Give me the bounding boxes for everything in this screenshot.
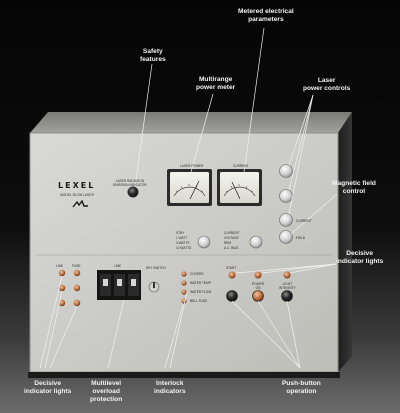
model-label: MODEL 95-2W LASER (60, 193, 94, 197)
callout-decisive-indicator-lights-right: Decisive indicator lights (336, 250, 384, 265)
left-indicator-lamps (58, 269, 81, 307)
brand-logo: LEXEL (58, 181, 96, 190)
current-meter-label: CURRENT (233, 164, 249, 168)
right-indicator-lamps (228, 271, 291, 279)
magnetic-field-knob[interactable] (279, 230, 293, 244)
meter-select-label-3: REM (224, 241, 232, 245)
callout-magnetic-field-control: Magnetic field control (332, 180, 376, 195)
meter-select-label-2: VOLTAGE (224, 236, 239, 240)
meter-select-label-4: A.C. BIAS (224, 246, 239, 250)
callout-laser-power-controls: Laser power controls (303, 77, 351, 92)
cabinet-top (30, 112, 352, 133)
power-range-label-2: 1 WATT (176, 236, 188, 240)
interlock-label-3: WATER FLOW (190, 290, 212, 294)
laser-power-meter-label: LASER POWER (180, 164, 204, 168)
power-range-label-3: 3 WATTS (176, 241, 190, 245)
key-switch-label: KEY SWITCH (146, 266, 166, 270)
laser-power-knob-1[interactable] (279, 164, 293, 178)
start-button-label: START (226, 266, 237, 270)
power-on-label: POWER ON (252, 282, 265, 290)
field-label-2: FIELD (296, 236, 306, 240)
callout-lines (39, 27, 338, 369)
callout-multilevel-overload-protection: Multilevel overload protection (90, 380, 123, 403)
interlock-label-2: WATER TEMP (190, 281, 211, 285)
meter-select-knob[interactable] (249, 235, 263, 249)
circuit-breaker-block[interactable] (97, 270, 141, 300)
light-intensity-label: LIGHT INTENSITY (279, 282, 296, 290)
manufacturer-mark-icon (72, 200, 88, 208)
power-range-knob[interactable] (197, 235, 211, 249)
emission-indicator-label: LASER RADIATION EMISSION INDICATOR (113, 179, 147, 187)
meter-select-label-1: CURRENT (224, 231, 240, 235)
line-label: LINE (56, 264, 64, 268)
power-range-label-1: STBY (176, 231, 185, 235)
callout-safety-features: Safety features (140, 48, 166, 63)
fuse-label: FUSE (72, 264, 81, 268)
cabinet-side (338, 112, 352, 372)
laser-power-meter (167, 169, 212, 206)
callout-metered-electrical-parameters: Metered electrical parameters (238, 8, 294, 23)
breaker-line-label: LINE (114, 264, 122, 268)
laser-power-knob-3[interactable] (279, 213, 293, 227)
interlock-label-1: COVERS (190, 272, 204, 276)
interlock-label-4: BELL FUSE (190, 299, 208, 303)
callout-decisive-indicator-lights-left: Decisive indicator lights (24, 380, 72, 395)
emission-indicator-lamp (127, 186, 139, 198)
callout-multirange-power-meter: Multirange power meter (196, 76, 236, 91)
push-buttons (226, 290, 293, 302)
callout-interlock-indicators: Interlock indicators (154, 380, 186, 395)
callout-push-button-operation: Push-button operation (282, 380, 321, 395)
field-label-1: CURRENT (296, 219, 312, 223)
power-range-label-4: 10 WATTS (176, 246, 192, 250)
current-meter (217, 169, 262, 206)
